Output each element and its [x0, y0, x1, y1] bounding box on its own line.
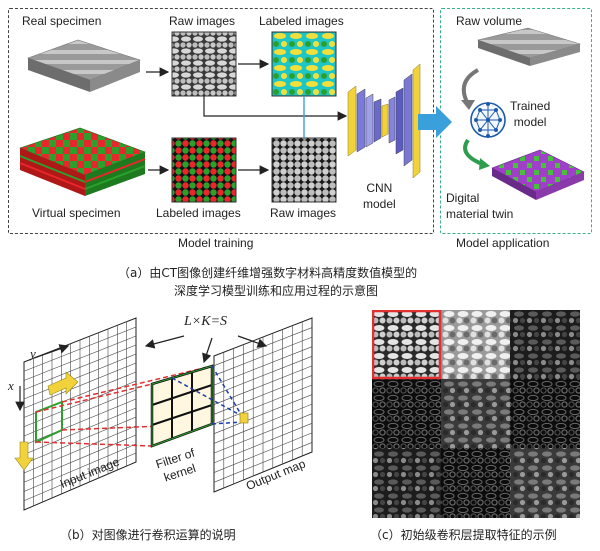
- feature-map-8: [441, 448, 510, 518]
- label-raw-images-top: Raw images: [169, 14, 236, 28]
- curved-arrow-to-twin: [463, 138, 483, 166]
- virtual-specimen-slab: [19, 127, 146, 196]
- grid-line: [23, 416, 137, 465]
- formula-arrow-center: [202, 337, 213, 364]
- grid-line: [213, 423, 313, 464]
- grid-line: [213, 356, 313, 396]
- feature-map-3: [510, 310, 580, 379]
- label-formula: L×K=S: [184, 314, 228, 329]
- label-labeled-images-bottom: Labeled images: [156, 206, 241, 220]
- grid-line: [213, 375, 313, 415]
- raw-image-top-tile: [171, 31, 237, 97]
- label-labeled-images-top: Labeled images: [259, 14, 344, 28]
- grid-line: [213, 403, 313, 444]
- feature-map-7: [372, 448, 441, 518]
- feature-map-1: [372, 310, 441, 379]
- labeled-image-bottom-tile: [171, 137, 237, 203]
- connector-raw-to-cnn: [203, 96, 348, 121]
- feature-map-6: [510, 379, 580, 448]
- kernel-filter: [150, 364, 214, 448]
- label-model-application: Model application: [456, 236, 550, 250]
- grid-line: [213, 346, 313, 386]
- grid-line: [23, 353, 137, 400]
- grid-line: [213, 432, 313, 473]
- panel-a-graphics: [19, 27, 585, 203]
- raw-volume-block: [476, 27, 582, 66]
- axis-y-arrow: [33, 344, 70, 359]
- grid-line: [213, 442, 313, 483]
- curved-arrow-to-model: [461, 68, 480, 105]
- label-axis-y: y: [30, 346, 36, 361]
- label-virtual-specimen: Virtual specimen: [32, 206, 121, 220]
- blue-transfer-arrow: [418, 106, 452, 138]
- label-axis-x: x: [8, 378, 14, 393]
- grid-line: [23, 425, 137, 474]
- grid-line: [23, 362, 137, 409]
- label-trained-model: Trained model: [510, 99, 551, 129]
- grid-line: [23, 389, 137, 437]
- output-cell: [239, 412, 249, 424]
- feature-highlight-box: [372, 310, 442, 380]
- real-specimen-slab: [27, 39, 141, 92]
- curved-arrow-head-top: [461, 100, 475, 110]
- grid-line: [213, 384, 313, 425]
- curved-arrow-head-bottom: [479, 158, 490, 170]
- label-raw-images-bottom: Raw images: [270, 206, 337, 220]
- feature-map-2: [441, 310, 510, 379]
- formula-arrow-left: [144, 335, 185, 349]
- feature-map-5: [441, 379, 510, 448]
- label-model-training: Model training: [178, 236, 254, 250]
- caption-a-line1: （a）由CT图像创建纤维增强数字材料高精度数值模型的: [118, 266, 418, 280]
- network-icon: [470, 102, 506, 138]
- formula-arrow-right: [237, 335, 268, 348]
- raw-image-bottom-tile: [271, 137, 337, 203]
- grid-line: [23, 452, 137, 502]
- output-map-grid: [213, 317, 313, 493]
- caption-b: （b）对图像进行卷积运算的说明: [60, 528, 236, 542]
- labeled-image-top-tile: [271, 31, 337, 97]
- grid-line: [23, 434, 137, 483]
- grid-line: [23, 344, 137, 391]
- caption-a-line2: 深度学习模型训练和应用过程的示意图: [174, 284, 379, 298]
- grid-line: [23, 443, 137, 492]
- grid-line: [213, 413, 313, 454]
- yellow-arrow-down: [14, 441, 34, 471]
- panel-b-graphics: [14, 317, 313, 511]
- caption-c: （c）初始级卷积层提取特征的示例: [370, 528, 557, 542]
- grid-line: [213, 336, 313, 376]
- projection-lines-red: [35, 365, 213, 447]
- feature-map-4: [372, 379, 441, 448]
- label-digital-twin: Digital material twin: [446, 191, 514, 221]
- grid-line: [23, 398, 137, 446]
- input-image-grid: [23, 317, 137, 511]
- grid-line: [213, 394, 313, 434]
- grid-line: [23, 326, 137, 372]
- feature-map-9: [510, 448, 580, 518]
- grid-line: [213, 365, 313, 405]
- grid-line: [23, 407, 137, 455]
- label-real-specimen: Real specimen: [22, 14, 102, 28]
- label-cnn-model: CNN model: [363, 181, 396, 211]
- yellow-arrow-right: [47, 371, 79, 396]
- digital-twin-block: [491, 149, 585, 200]
- grid-line: [23, 335, 137, 381]
- projection-lines-blue: [171, 365, 243, 425]
- label-raw-volume: Raw volume: [456, 14, 523, 28]
- panel-c-feature-grid: [372, 310, 580, 518]
- cnn-layers: [347, 63, 421, 179]
